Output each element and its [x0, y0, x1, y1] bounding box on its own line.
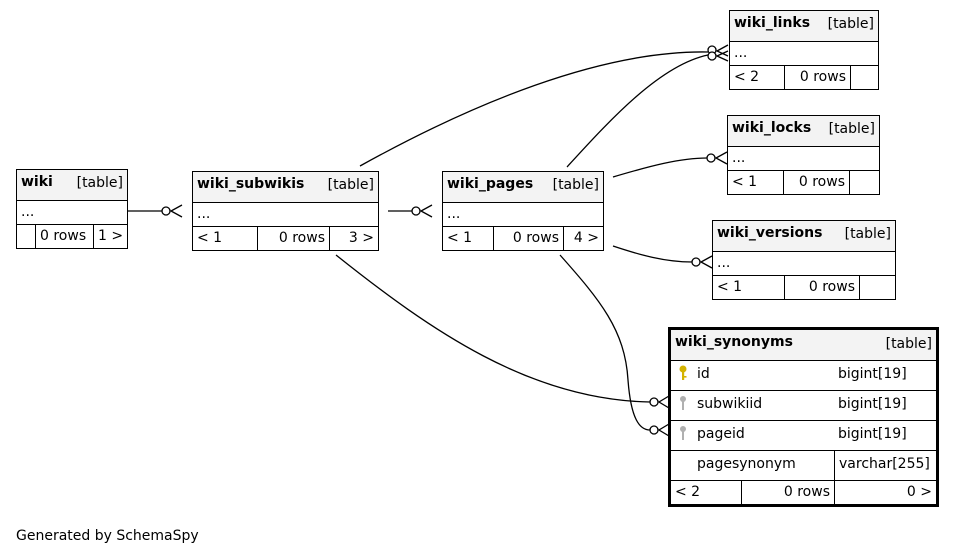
table-body: ... [713, 251, 895, 275]
foreign-key-icon [680, 396, 686, 410]
table-kind: [table] [552, 177, 599, 193]
column-row: pagesynonym varchar[255] [671, 450, 936, 480]
column-type: bigint[19] [838, 396, 907, 412]
edge-subwikis-synonyms [335, 254, 651, 403]
table-kind: [table] [844, 226, 891, 242]
table-footer: < 2 0 rows 0 > [671, 480, 936, 504]
edge-pages-locks [612, 157, 708, 178]
table-footer: < 1 0 rows [728, 170, 879, 194]
table-header: wiki_versions [table] [713, 221, 895, 251]
column-name: pagesynonym [697, 456, 796, 472]
generated-by-footer: Generated by SchemaSpy [16, 528, 199, 544]
ellipsis-cell: ... [734, 45, 748, 61]
table-name: wiki_subwikis [197, 176, 305, 192]
table-header: wiki_synonyms [table] [671, 330, 936, 360]
table-name: wiki_locks [732, 120, 812, 136]
parents-cell: < 1 [447, 230, 473, 246]
column-name: subwikiid [697, 396, 763, 412]
ellipsis-cell: ... [447, 206, 461, 222]
table-wiki-pages[interactable]: wiki_pages [table] ... < 1 0 rows 4 > [442, 171, 604, 251]
table-name: wiki_links [734, 15, 811, 31]
rows-cell: 0 rows [783, 171, 849, 194]
table-header: wiki_locks [table] [728, 116, 879, 146]
table-name: wiki [21, 174, 53, 190]
ellipsis-cell: ... [21, 204, 35, 220]
table-wiki-subwikis[interactable]: wiki_subwikis [table] ... < 1 0 rows 3 > [192, 171, 379, 251]
column-type: varchar[255] [834, 451, 936, 480]
table-kind: [table] [76, 175, 123, 191]
column-row: pageid bigint[19] [671, 420, 936, 450]
rows-cell: 0 rows [784, 66, 850, 89]
table-kind: [table] [827, 16, 874, 32]
parents-cell: < 1 [717, 279, 743, 295]
parents-cell: < 2 [675, 484, 701, 500]
table-name: wiki_versions [717, 225, 823, 241]
table-name: wiki_synonyms [675, 334, 793, 350]
column-name: id [697, 366, 710, 382]
rows-cell: 0 rows [493, 227, 563, 250]
table-footer: < 1 0 rows 3 > [193, 226, 378, 250]
children-cell: 0 > [834, 481, 936, 504]
table-name: wiki_pages [447, 176, 534, 192]
table-wiki[interactable]: wiki [table] ... 0 rows 1 > [16, 169, 128, 249]
table-header: wiki_links [table] [730, 11, 878, 41]
column-type: bigint[19] [838, 426, 907, 442]
parents-cell: < 1 [732, 174, 758, 190]
table-body: ... [728, 146, 879, 170]
parents-cell: < 1 [197, 230, 223, 246]
rows-cell: 0 rows [35, 225, 93, 248]
parents-cell [17, 225, 35, 248]
table-wiki-synonyms[interactable]: wiki_synonyms [table] id bigint[19] subw… [668, 327, 939, 507]
parents-cell: < 2 [734, 69, 760, 85]
table-footer: 0 rows 1 > [17, 224, 127, 248]
column-name: pageid [697, 426, 745, 442]
primary-key-icon [679, 365, 687, 380]
children-cell: 1 > [93, 225, 127, 248]
table-kind: [table] [327, 177, 374, 193]
column-type: bigint[19] [838, 366, 907, 382]
rows-cell: 0 rows [257, 227, 329, 250]
ellipsis-cell: ... [732, 150, 746, 166]
table-footer: < 1 0 rows [713, 275, 895, 299]
edge-pages-links [566, 54, 709, 168]
rows-cell: 0 rows [784, 276, 859, 299]
children-cell [859, 276, 895, 299]
table-footer: < 1 0 rows 4 > [443, 226, 603, 250]
foreign-key-icon [680, 426, 686, 440]
table-kind: [table] [828, 121, 875, 137]
children-cell: 4 > [563, 227, 603, 250]
ellipsis-cell: ... [717, 255, 731, 271]
table-header: wiki_subwikis [table] [193, 172, 378, 202]
table-body: ... [17, 200, 127, 224]
table-body: ... [443, 202, 603, 226]
children-cell [849, 171, 879, 194]
table-header: wiki [table] [17, 170, 127, 200]
table-wiki-links[interactable]: wiki_links [table] ... < 2 0 rows [729, 10, 879, 90]
rows-cell: 0 rows [741, 481, 834, 504]
children-cell: 3 > [329, 227, 378, 250]
table-body: ... [730, 41, 878, 65]
table-body: ... [193, 202, 378, 226]
edge-subwikis-links [359, 51, 709, 167]
children-cell [850, 66, 878, 89]
edge-pages-versions [612, 245, 693, 263]
table-header: wiki_pages [table] [443, 172, 603, 202]
table-kind: [table] [885, 336, 932, 352]
table-wiki-locks[interactable]: wiki_locks [table] ... < 1 0 rows [727, 115, 880, 195]
table-wiki-versions[interactable]: wiki_versions [table] ... < 1 0 rows [712, 220, 896, 300]
column-row: id bigint[19] [671, 360, 936, 390]
table-footer: < 2 0 rows [730, 65, 878, 89]
edge-pages-synonyms [559, 254, 651, 431]
column-row: subwikiid bigint[19] [671, 390, 936, 420]
ellipsis-cell: ... [197, 206, 211, 222]
